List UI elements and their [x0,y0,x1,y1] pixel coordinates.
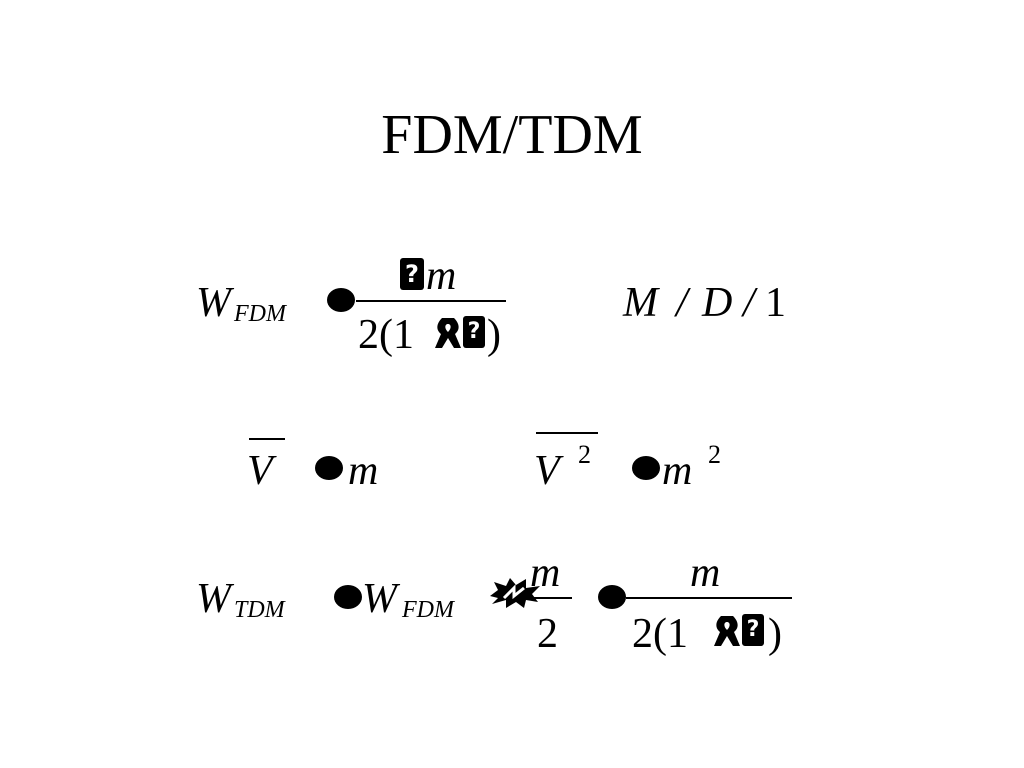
eq4-frac1-num: m [530,550,561,596]
eq4-frac1-bar [526,597,572,599]
eq1-den-pre: 2(1 [358,312,414,358]
equals-dot-icon [315,456,343,480]
equals-dot-icon [598,585,626,609]
model-slash-1: / [676,280,688,326]
equals-dot-icon [334,585,362,609]
model-M: M [623,280,658,326]
eq3-sup: 2 [578,440,591,469]
eq4-den-pre: 2(1 [632,611,688,657]
model-D: D [702,280,733,326]
ribbon-minus-icon [714,616,740,646]
eq4-frac1-den: 2 [537,611,558,657]
eq4-lhs: W [196,576,231,622]
missing-glyph-icon: ? [463,316,485,348]
eq4-frac2-num: m [690,550,721,596]
eq1-den-post: ) [487,312,501,358]
missing-glyph-icon: ? [400,258,424,290]
eq4-w: W [362,576,397,622]
model-one: 1 [765,280,786,326]
eq2-rhs: m [348,448,379,494]
eq4-lhs-sub: TDM [234,597,285,623]
missing-glyph-icon: ? [742,614,764,646]
eq3-overline [536,432,598,434]
slide-title: FDM/TDM [381,104,643,166]
eq2-v: V [247,448,273,494]
eq4-w-sub: FDM [402,597,454,623]
eq1-num-m: m [426,253,457,299]
eq4-frac2-bar [626,597,792,599]
eq3-v: V [534,448,560,494]
eq3-rhs-sup: 2 [708,440,721,469]
eq1-fraction-bar [356,300,506,302]
model-slash-2: / [743,280,755,326]
eq4-den-post: ) [768,611,782,657]
equals-dot-icon [632,456,660,480]
burst-plus-icon [490,578,540,608]
equals-dot-icon [327,288,355,312]
eq1-lhs: W [196,280,231,326]
ribbon-minus-icon [435,318,461,348]
eq3-rhs: m [662,448,693,494]
eq1-lhs-sub: FDM [234,301,286,327]
eq2-overline [249,438,285,440]
